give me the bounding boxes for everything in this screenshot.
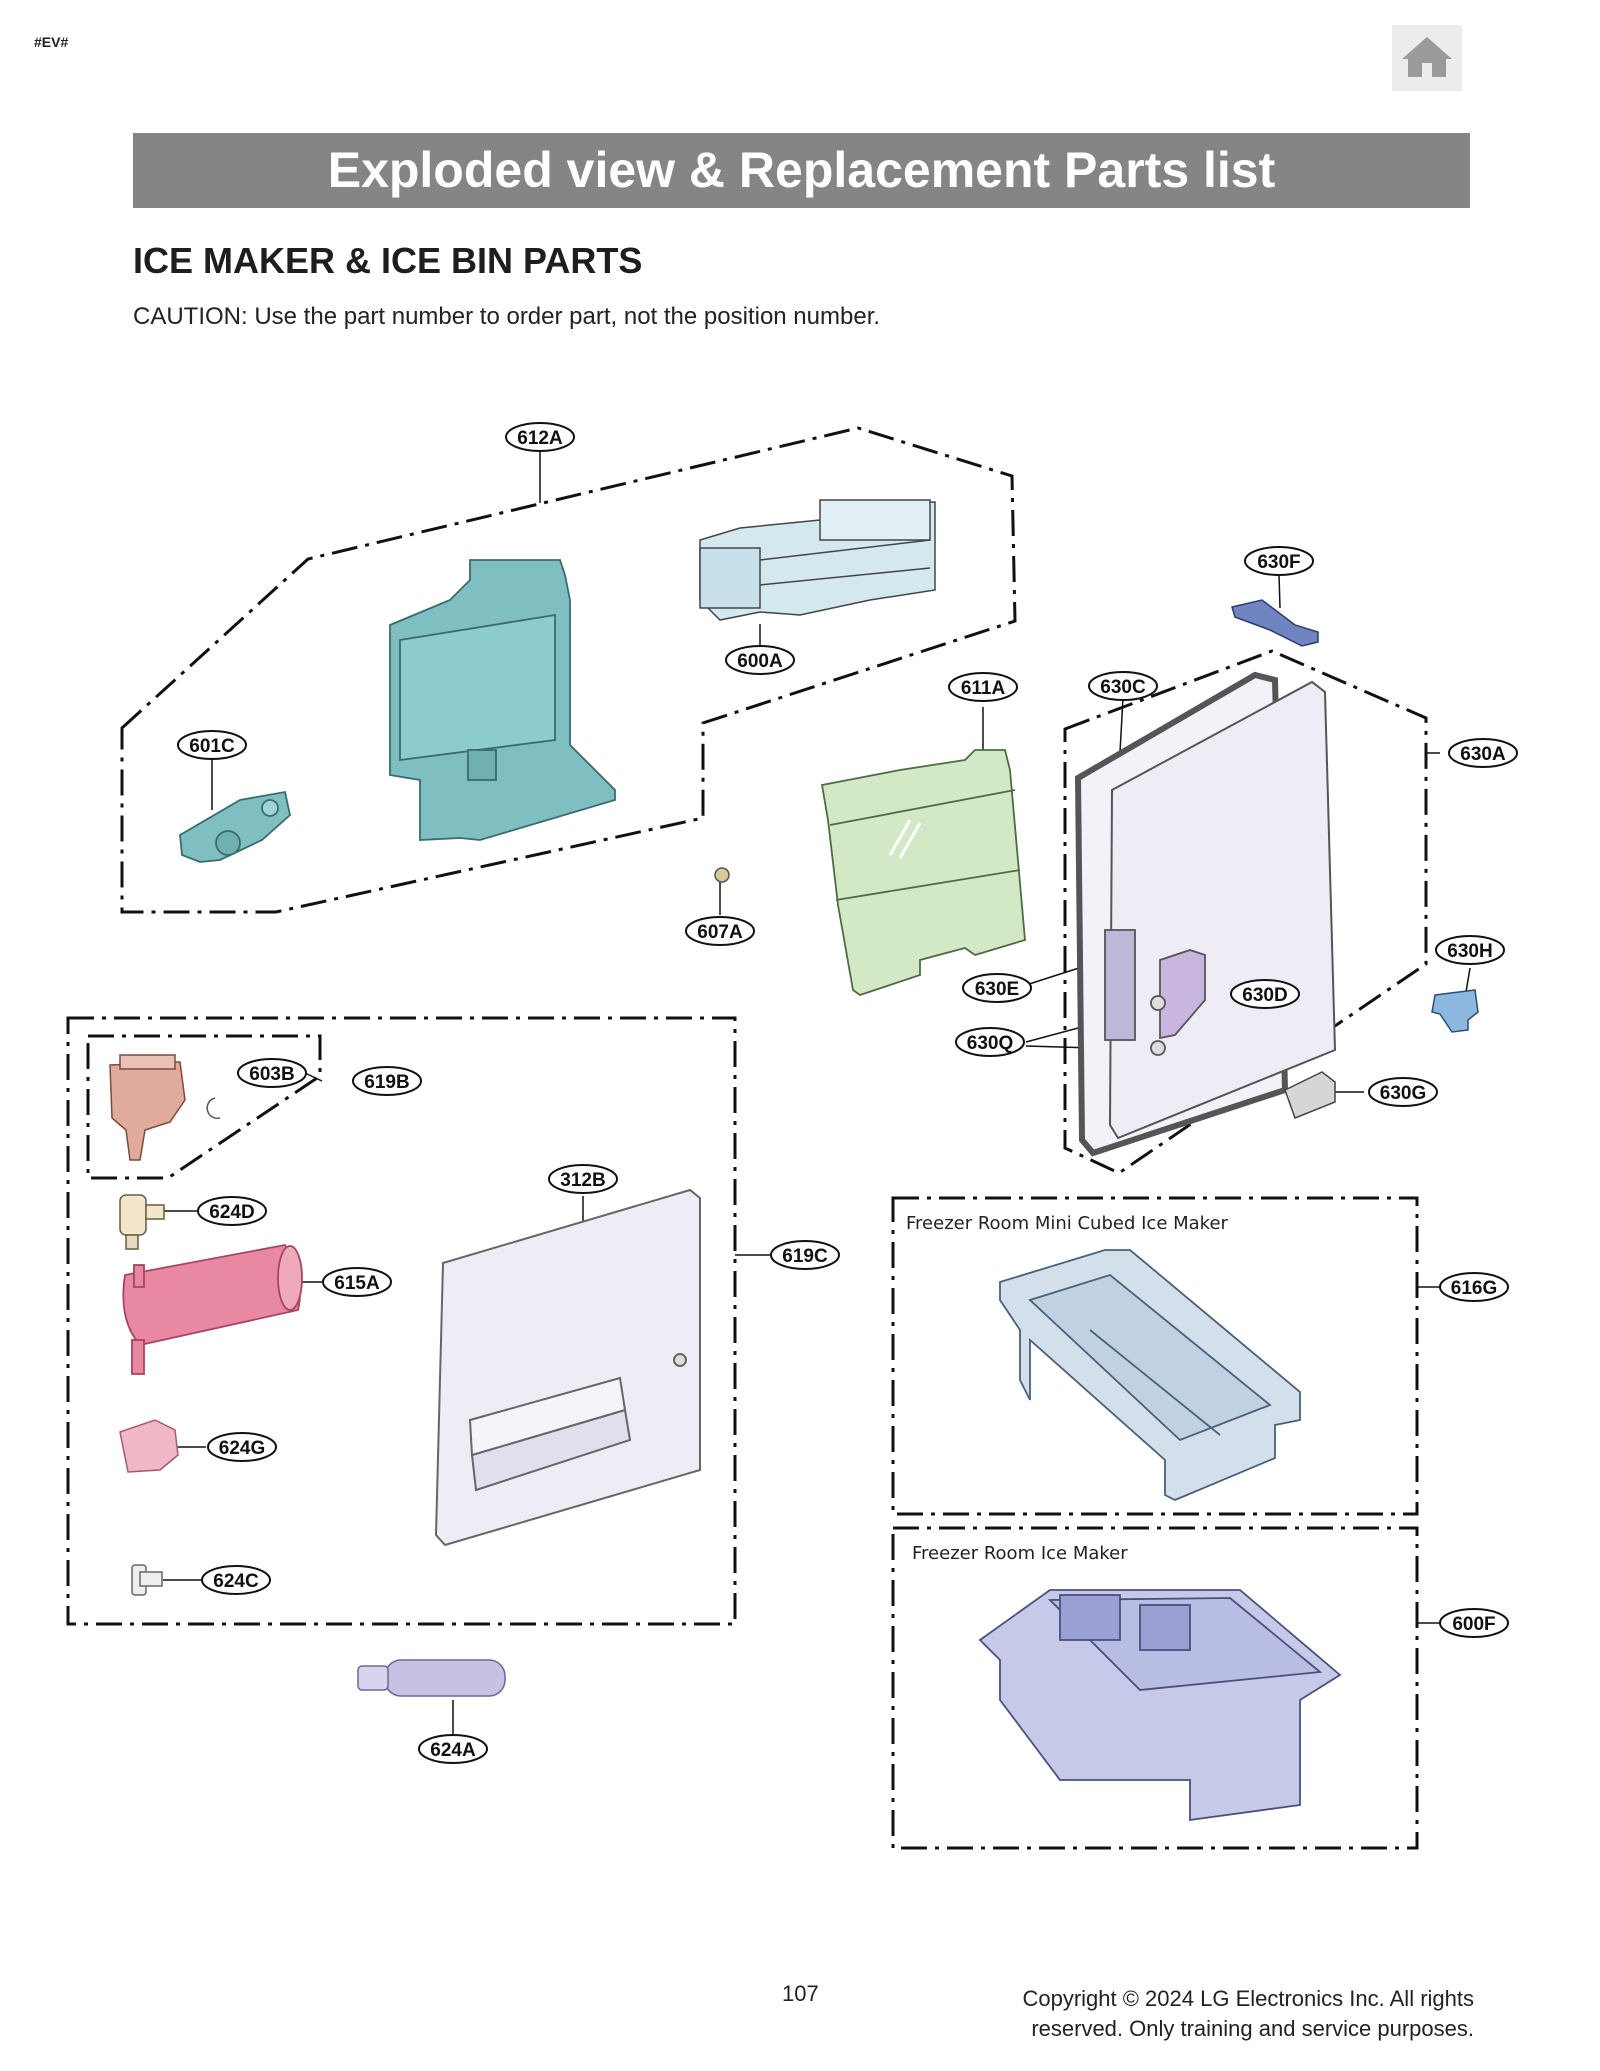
callout-label: 312B (560, 1170, 605, 1191)
callout-label: 615A (334, 1273, 380, 1294)
callout-label: 611A (961, 678, 1006, 699)
callout-630q: 630Q (955, 1027, 1025, 1057)
callout-630d: 630D (1230, 979, 1300, 1009)
water-filter-tank-part (122, 1243, 303, 1375)
callout-603b: 603B (237, 1058, 307, 1088)
callout-619b: 619B (352, 1066, 422, 1096)
ice-maker-motor-part (179, 790, 291, 863)
water-valve-part (109, 1054, 221, 1161)
callout-label: 624G (219, 1438, 265, 1459)
ice-maker-part (978, 1589, 1342, 1822)
callout-label: 600A (737, 651, 783, 672)
door-stopper-part (1431, 989, 1479, 1033)
callout-624a: 624A (418, 1734, 488, 1764)
ice-tray-assembly-part (699, 499, 936, 621)
box-title-mini-cubed: Freezer Room Mini Cubed Ice Maker (906, 1213, 1229, 1234)
callout-label: 607A (697, 922, 743, 943)
callout-607a: 607A (685, 916, 755, 946)
page-title: Exploded view & Replacement Parts list (133, 133, 1470, 208)
callout-600a: 600A (725, 645, 795, 675)
callout-312b: 312B (548, 1164, 618, 1194)
ice-bin-cover-part (820, 749, 1026, 996)
callout-label: 630E (975, 979, 1019, 1000)
callout-label: 600F (1452, 1614, 1495, 1635)
callout-619c: 619C (770, 1240, 840, 1270)
group-boundary-630a (1063, 649, 1428, 1175)
hinge-bracket-part (1231, 599, 1319, 647)
callout-label: 630G (1380, 1083, 1426, 1104)
callout-label: 630D (1242, 985, 1287, 1006)
caution-text: CAUTION: Use the part number to order pa… (133, 303, 881, 330)
group-boundary-619c (66, 1016, 737, 1626)
callout-label: 630C (1100, 677, 1146, 698)
group-boundary-619b (86, 1034, 322, 1180)
callout-600f: 600F (1439, 1608, 1509, 1638)
box-title-ice-maker: Freezer Room Ice Maker (912, 1543, 1128, 1564)
callout-label: 630A (1460, 744, 1506, 765)
door-bracket-part (1284, 1071, 1336, 1119)
callout-624g: 624G (207, 1432, 277, 1462)
group-boundary-616g (891, 1196, 1419, 1516)
screw-part (714, 867, 730, 883)
callout-616g: 616G (1439, 1272, 1509, 1302)
callout-label: 624A (430, 1740, 476, 1761)
callout-label: 624D (209, 1202, 254, 1223)
callout-630c: 630C (1088, 671, 1158, 701)
callout-label: 630H (1447, 941, 1492, 962)
home-icon (1402, 37, 1452, 77)
section-title: ICE MAKER & ICE BIN PARTS (133, 240, 643, 281)
page-number: 107 (782, 1981, 819, 2006)
dispenser-cover-part (434, 1188, 701, 1547)
group-boundary-600f (891, 1526, 1419, 1850)
callout-labels: 612A 600A 601C 630F 630C 611A 630A 607A 630H 630E… (177, 422, 1518, 1764)
copyright-line-2: reserved. Only training and service purp… (1031, 2016, 1474, 2041)
callout-624d: 624D (197, 1196, 267, 1226)
water-fitting-part (119, 1194, 165, 1250)
callout-601c: 601C (177, 730, 247, 760)
home-button[interactable] (1392, 25, 1462, 91)
callout-612a: 612A (505, 422, 575, 452)
copyright-notice: Copyright © 2024 LG Electronics Inc. All… (774, 1984, 1474, 2044)
callout-630g: 630G (1368, 1077, 1438, 1107)
callout-label: 624C (213, 1571, 259, 1592)
elbow-fitting-part (131, 1564, 163, 1596)
callout-630a: 630A (1448, 738, 1518, 768)
callout-label: 603B (249, 1064, 294, 1085)
callout-630e: 630E (962, 973, 1032, 1003)
water-pipe-fitting-part (119, 1419, 179, 1473)
callout-630f: 630F (1244, 546, 1314, 576)
callout-label: 630F (1257, 552, 1300, 573)
callout-615a: 615A (322, 1267, 392, 1297)
callout-label: 601C (189, 736, 235, 757)
callout-label: 612A (517, 428, 563, 449)
corner-tag: #EV# (34, 34, 69, 50)
callout-label: 630Q (967, 1033, 1013, 1054)
door-handle-part (1104, 929, 1206, 1056)
callout-label: 619B (364, 1072, 409, 1093)
callout-label: 619C (782, 1246, 828, 1267)
ice-maker-bracket-part (389, 559, 616, 841)
group-boundary-612a (120, 426, 1017, 914)
copyright-line-1: Copyright © 2024 LG Electronics Inc. All… (1022, 1986, 1474, 2011)
callout-624c: 624C (201, 1565, 271, 1595)
callout-611a: 611A (948, 672, 1018, 702)
callout-label: 616G (1451, 1278, 1497, 1299)
callout-630h: 630H (1435, 935, 1505, 965)
water-filter-cartridge-part (357, 1659, 506, 1697)
mini-cubed-ice-maker-part (999, 1249, 1301, 1501)
